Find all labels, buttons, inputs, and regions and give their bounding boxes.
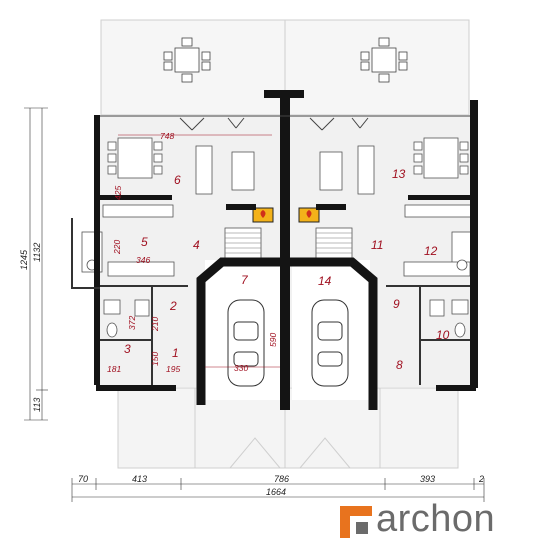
room-label: 12 (424, 244, 438, 258)
dim-label: 413 (132, 474, 147, 484)
room-label: 8 (396, 358, 403, 372)
car-left (227, 299, 265, 387)
interior-dimensions: 748 425 220 346 372 210 150 181 195 330 … (107, 131, 280, 374)
dim-label: 590 (268, 333, 278, 347)
dim-label: 1132 (32, 243, 42, 262)
dim-label: 393 (420, 474, 435, 484)
archon-logo-icon (340, 506, 372, 538)
car-right (311, 299, 349, 387)
dim-label: 1245 (19, 249, 29, 270)
dim-label: 181 (107, 364, 121, 374)
garage-walls (196, 257, 378, 410)
room-labels: 1 2 3 4 5 6 7 8 9 10 11 12 13 14 (124, 167, 450, 372)
terrace-table-left (163, 37, 211, 83)
room-label: 3 (124, 342, 131, 356)
room-label: 7 (241, 273, 249, 287)
dim-label: 113 (32, 398, 42, 412)
dim-label: 70 (78, 474, 88, 484)
dim-label: 330 (234, 363, 248, 373)
dim-label: 220 (112, 240, 122, 255)
room-label: 4 (193, 238, 200, 252)
dim-label: 748 (160, 131, 174, 141)
room-label: 11 (371, 238, 383, 252)
terrace-table-right (360, 37, 408, 83)
bottom-dimension-chain (71, 478, 485, 502)
brand-name: archon (376, 498, 496, 540)
room-label: 14 (318, 274, 332, 288)
dim-label: 346 (136, 255, 150, 265)
room-label: 13 (392, 167, 406, 181)
walls (94, 90, 478, 410)
dim-label: 195 (166, 364, 180, 374)
thin-walls (71, 218, 470, 385)
room-label: 1 (172, 346, 179, 360)
stair-treads (225, 232, 352, 254)
room-label: 5 (141, 235, 148, 249)
fireplace-icon (252, 207, 320, 223)
dim-label: 425 (113, 186, 123, 200)
left-dimension-chain (24, 107, 48, 421)
left-dimensions: 1245 1132 113 (19, 243, 42, 412)
room-label: 9 (393, 297, 400, 311)
dim-label: 786 (274, 474, 289, 484)
garage-floors (205, 260, 370, 400)
dim-label: 150 (150, 352, 160, 366)
dim-label: 1664 (266, 487, 286, 497)
dim-label: 372 (127, 316, 137, 330)
dim-label: 210 (150, 317, 160, 332)
room-label: 10 (436, 328, 450, 342)
dim-label: 2 (478, 474, 484, 484)
window-frames (100, 115, 470, 131)
room-label: 2 (169, 299, 177, 313)
room-label: 6 (174, 173, 181, 187)
bottom-dimensions: 70 413 786 393 2 1664 (78, 474, 484, 497)
